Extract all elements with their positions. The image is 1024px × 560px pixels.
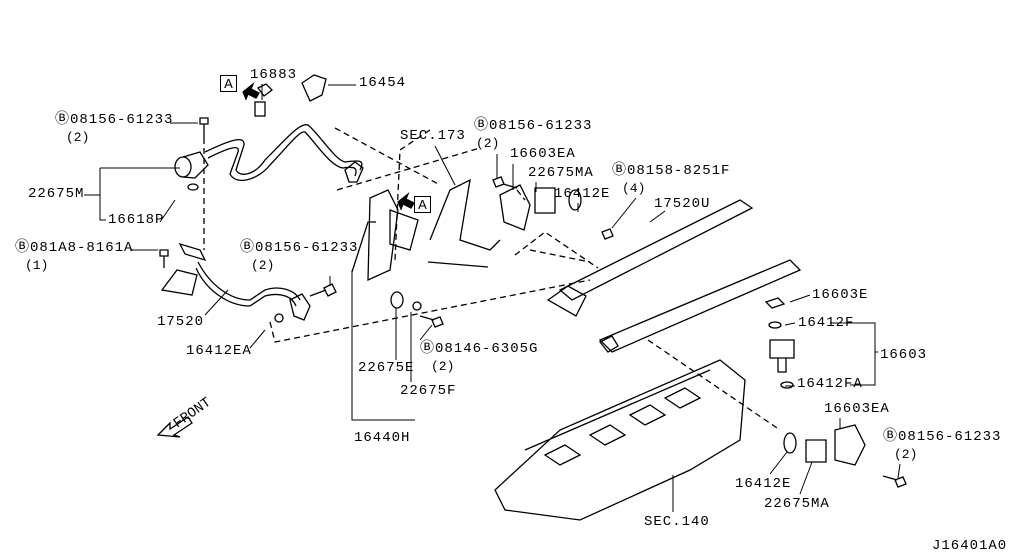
part-label: 16603EA: [510, 146, 576, 162]
leader-lines: [84, 84, 901, 512]
quantity: (4): [622, 181, 646, 196]
part-label: 16412FA: [797, 376, 863, 392]
part-label: Ⓑ08156-61233: [883, 429, 1002, 445]
part-label: 17520: [157, 314, 205, 330]
part-label: 16412E: [735, 476, 792, 492]
part-label: 16603E: [812, 287, 869, 303]
plate-16603EA: [499, 184, 531, 231]
connector-16883: [254, 101, 266, 117]
part-label: Ⓑ081A8-8161A: [15, 240, 134, 256]
quantity: (2): [431, 359, 455, 374]
section-label: SEC.173: [400, 128, 466, 144]
part-label: 16412F: [798, 315, 855, 331]
damper-22675MA: [805, 439, 827, 463]
intake-manifold-sec-140: [494, 359, 746, 521]
bolt-icon: [309, 283, 337, 297]
part-label: Ⓑ08156-61233: [55, 112, 174, 128]
clamp-16454: [301, 74, 327, 102]
part-label: Ⓑ08156-61233: [474, 118, 593, 134]
part-label: 16454: [359, 75, 407, 91]
part-label: 16412EA: [186, 343, 252, 359]
injector-cover-16440H: [351, 189, 422, 311]
dashed-guide-lines: [203, 127, 781, 431]
view-marker-a: A: [414, 196, 431, 213]
front-arrow-icon: [156, 416, 193, 438]
clip: [257, 83, 273, 97]
quantity: (1): [25, 258, 49, 273]
part-label: 22675MA: [528, 165, 594, 181]
part-label: 22675M: [28, 186, 85, 202]
damper-22675M: [174, 151, 209, 191]
sec-173-bracket: [427, 178, 501, 268]
hose-end: [344, 161, 364, 183]
part-label: 22675F: [400, 383, 457, 399]
damper-22675MA: [534, 187, 556, 214]
quantity: (2): [66, 130, 90, 145]
o-ring-16412E: [568, 189, 582, 211]
part-label: 16603EA: [824, 401, 890, 417]
view-arrow-icon: [242, 81, 260, 101]
bolt-icon: [601, 228, 614, 240]
quantity: (2): [894, 447, 918, 462]
part-label: Ⓑ08146-6305G: [420, 341, 539, 357]
bolt-icon: [882, 475, 907, 488]
plate-16603EA: [834, 424, 866, 466]
part-label: Ⓑ08156-61233: [240, 240, 359, 256]
part-label: 16618P: [108, 212, 165, 228]
injector-16603: [764, 297, 795, 389]
diagram-id: J16401A0: [932, 538, 1008, 554]
view-marker-a: A: [220, 75, 237, 92]
part-label: 16883: [250, 67, 298, 83]
part-label: 22675E: [358, 360, 415, 376]
fuel-hose-upper: [204, 124, 363, 182]
part-label: 16412E: [554, 186, 611, 202]
o-ring-16412E: [783, 432, 797, 454]
bolt-icon: [199, 117, 209, 138]
fuel-rail-17520U: [546, 199, 802, 353]
section-label: SEC.140: [644, 514, 710, 530]
quantity: (2): [251, 258, 275, 273]
part-label: 17520U: [654, 196, 711, 212]
part-label: Ⓑ08158-8251F: [612, 163, 731, 179]
part-label: 22675MA: [764, 496, 830, 512]
view-arrow-icon: [397, 191, 415, 211]
fuel-tube-17520: [160, 242, 311, 323]
bolt-icon: [419, 315, 444, 328]
part-label: 16440H: [354, 430, 411, 446]
bolt-icon: [159, 249, 169, 268]
quantity: (2): [476, 136, 500, 151]
part-label: 16603: [880, 347, 928, 363]
